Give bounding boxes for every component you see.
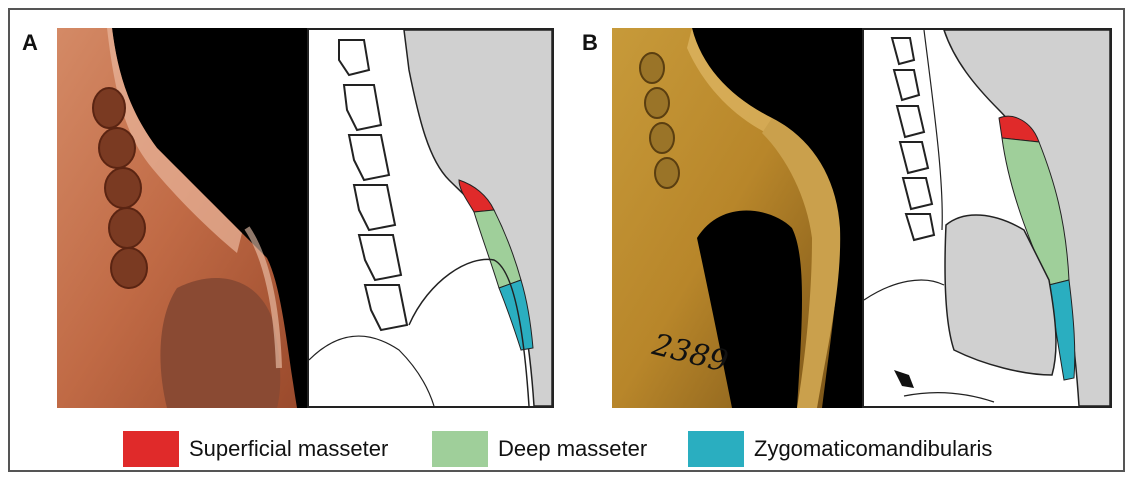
panel-a-drawing — [307, 28, 554, 408]
swatch-zygomaticomandibularis — [688, 431, 744, 467]
panel-b-schematic — [864, 30, 1110, 406]
legend: Superficial masseter Deep masseter Zygom… — [0, 431, 1133, 471]
panel-a-skull-photo — [57, 28, 307, 408]
swatch-deep-masseter — [432, 431, 488, 467]
legend-item-superficial-masseter: Superficial masseter — [123, 431, 388, 467]
legend-label: Zygomaticomandibularis — [754, 436, 992, 462]
swatch-superficial-masseter — [123, 431, 179, 467]
panel-a-schematic — [309, 30, 552, 406]
panel-a-photo — [57, 28, 307, 408]
panel-b-skull-photo — [612, 28, 862, 408]
legend-item-deep-masseter: Deep masseter — [432, 431, 647, 467]
legend-label: Deep masseter — [498, 436, 647, 462]
panel-b-drawing — [862, 28, 1112, 408]
panel-b-photo: 2389 — [612, 28, 862, 408]
panel-b-label: B — [582, 30, 598, 56]
legend-item-zygomaticomandibularis: Zygomaticomandibularis — [688, 431, 992, 467]
panel-a-label: A — [22, 30, 38, 56]
legend-label: Superficial masseter — [189, 436, 388, 462]
